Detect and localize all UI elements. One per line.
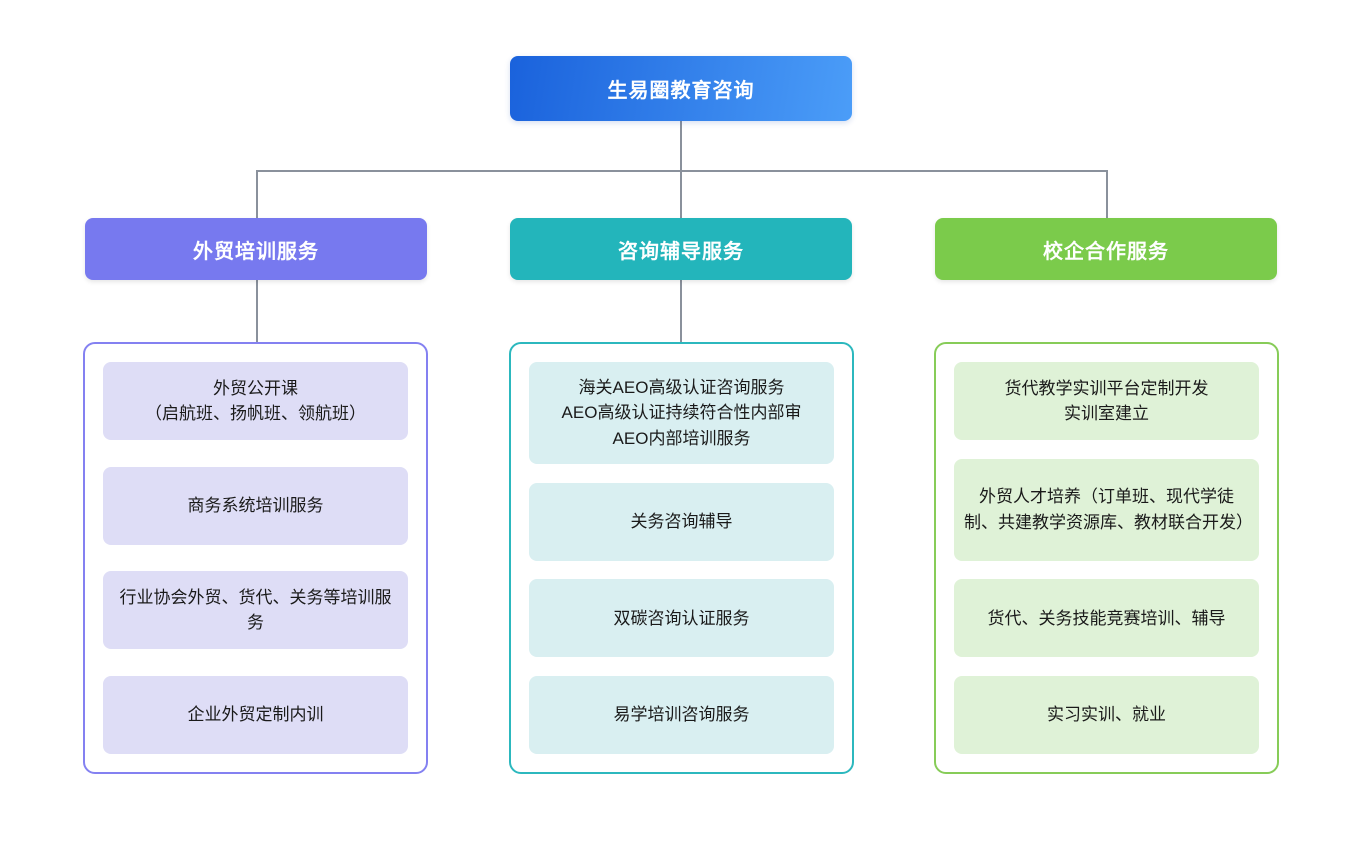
leaf-node: 外贸人才培养（订单班、现代学徒制、共建教学资源库、教材联合开发） xyxy=(954,458,1259,561)
connector-branch-1-to-body xyxy=(256,280,258,342)
leaf-node: 双碳咨询认证服务 xyxy=(529,579,834,658)
branch-body-consulting-coaching: 海关AEO高级认证咨询服务 AEO高级认证持续符合性内部审 AEO内部培训服务 … xyxy=(509,342,854,774)
branch-header-consulting-coaching: 咨询辅导服务 xyxy=(510,218,852,280)
connector-branch-2-to-body xyxy=(680,280,682,342)
connector-horizontal-rail xyxy=(256,170,1107,172)
leaf-node: 外贸公开课 （启航班、扬帆班、领航班） xyxy=(103,362,408,440)
leaf-node: 企业外贸定制内训 xyxy=(103,675,408,754)
branch-header-school-enterprise: 校企合作服务 xyxy=(935,218,1277,280)
leaf-node: 易学培训咨询服务 xyxy=(529,675,834,754)
branch-header-foreign-trade-training: 外贸培训服务 xyxy=(85,218,427,280)
leaf-node: 海关AEO高级认证咨询服务 AEO高级认证持续符合性内部审 AEO内部培训服务 xyxy=(529,362,834,464)
leaf-node: 货代、关务技能竞赛培训、辅导 xyxy=(954,579,1259,658)
branch-body-foreign-trade-training: 外贸公开课 （启航班、扬帆班、领航班） 商务系统培训服务 行业协会外贸、货代、关… xyxy=(83,342,428,774)
leaf-node: 行业协会外贸、货代、关务等培训服务 xyxy=(103,571,408,650)
connector-root-to-center xyxy=(680,121,682,218)
branch-body-school-enterprise: 货代教学实训平台定制开发 实训室建立 外贸人才培养（订单班、现代学徒制、共建教学… xyxy=(934,342,1279,774)
connector-drop-branch-1 xyxy=(256,170,258,218)
leaf-node: 货代教学实训平台定制开发 实训室建立 xyxy=(954,362,1259,440)
connector-drop-branch-3 xyxy=(1106,170,1108,218)
leaf-node: 商务系统培训服务 xyxy=(103,466,408,545)
root-node: 生易圈教育咨询 xyxy=(510,56,852,121)
leaf-node: 关务咨询辅导 xyxy=(529,482,834,561)
leaf-node: 实习实训、就业 xyxy=(954,675,1259,754)
